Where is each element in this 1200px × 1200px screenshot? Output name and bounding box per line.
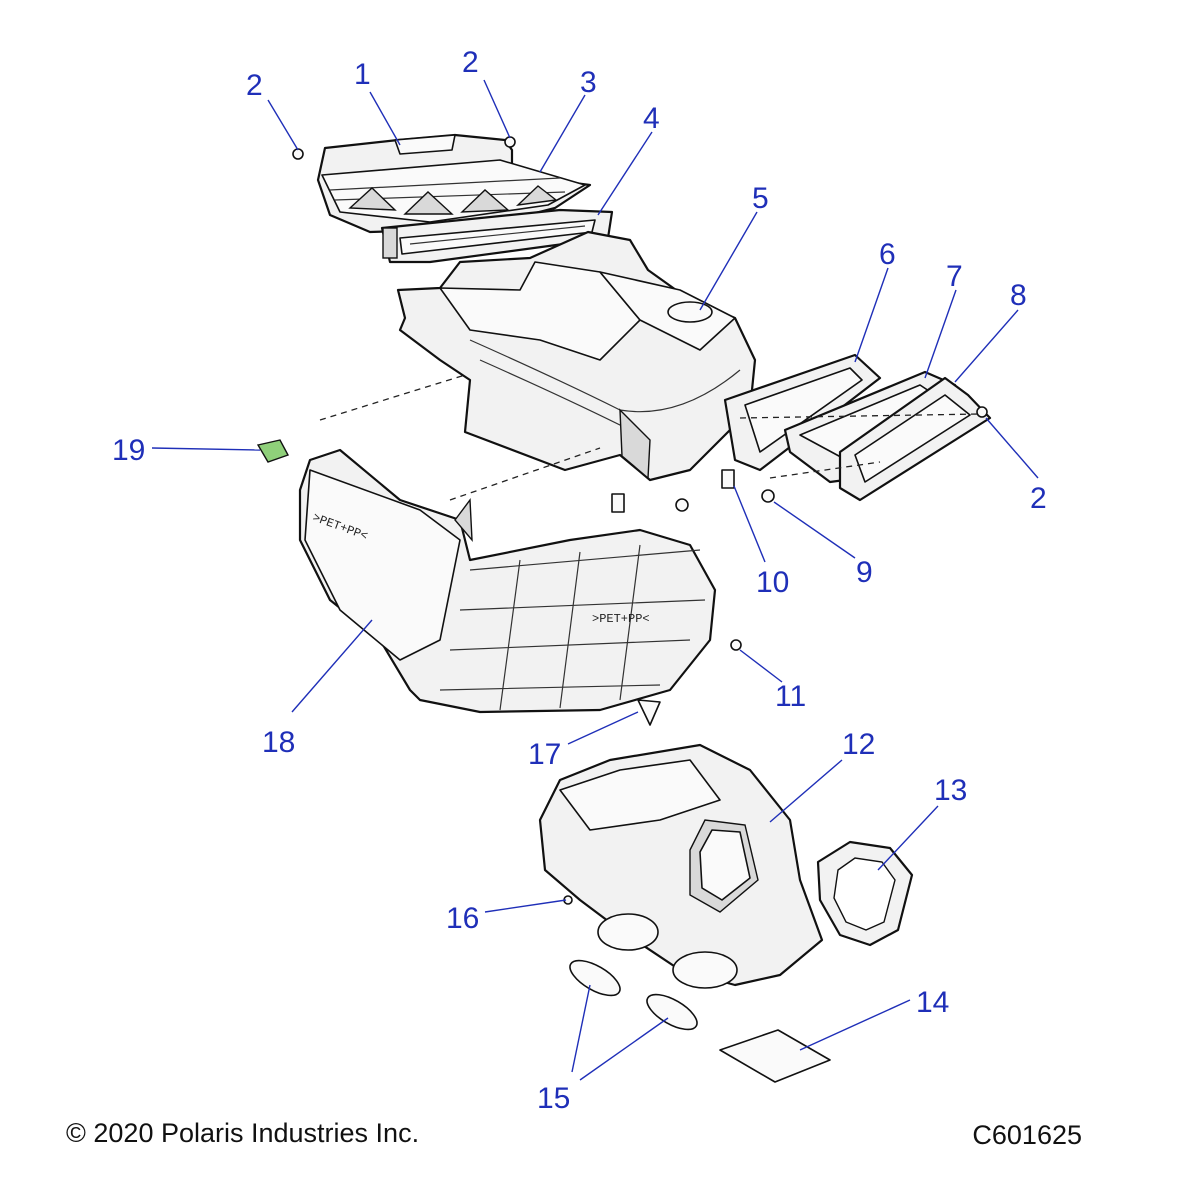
copyright-notice: © 2020 Polaris Industries Inc.	[66, 1118, 420, 1148]
callout-16: 16	[446, 902, 479, 935]
callout-2-left: 2	[246, 69, 263, 102]
callout-labels: 1 2 2 2 3 4 5 6 7 8 9 10 11 12 13 14 15 …	[112, 46, 1047, 1115]
callout-7: 7	[946, 260, 963, 293]
callout-4: 4	[643, 102, 660, 135]
callout-15: 15	[537, 1082, 570, 1115]
part-12-airbox-base	[538, 743, 824, 989]
callout-12: 12	[842, 728, 875, 761]
part-15-clamp-a	[569, 959, 621, 997]
fasteners	[292, 136, 988, 905]
part-6-outlet-frame	[723, 353, 882, 472]
part-15-clamp-b	[646, 993, 698, 1031]
leader-lines	[151, 79, 1039, 1081]
housing-marking: >PET+PP<	[592, 612, 650, 626]
callout-13: 13	[934, 774, 967, 807]
part-19-clip	[256, 439, 290, 463]
part-13-gasket	[816, 840, 914, 947]
callout-2-right: 2	[1030, 482, 1047, 515]
callout-9: 9	[856, 556, 873, 589]
part-8-outlet-seal	[838, 376, 992, 502]
callout-11: 11	[775, 680, 806, 713]
part-4-inner-grille	[380, 208, 614, 264]
part-18-lower-duct: >PET+PP< >PET+PP<	[298, 448, 717, 714]
alignment-lines	[319, 374, 981, 501]
callout-18: 18	[262, 726, 295, 759]
callout-14: 14	[916, 986, 949, 1019]
callout-3: 3	[580, 66, 597, 99]
part-14-label	[719, 1029, 831, 1083]
callout-5: 5	[752, 182, 769, 215]
part-5-upper-airbox-cover	[396, 230, 757, 482]
callout-17: 17	[528, 738, 561, 771]
callout-2-top: 2	[462, 46, 479, 79]
callout-1: 1	[354, 58, 371, 91]
callout-8: 8	[1010, 279, 1027, 312]
callout-19: 19	[112, 434, 145, 467]
drawing-number: C601625	[972, 1120, 1082, 1150]
callout-6: 6	[879, 238, 896, 271]
callout-10: 10	[756, 566, 789, 599]
part-1-intake-grille	[316, 133, 592, 234]
